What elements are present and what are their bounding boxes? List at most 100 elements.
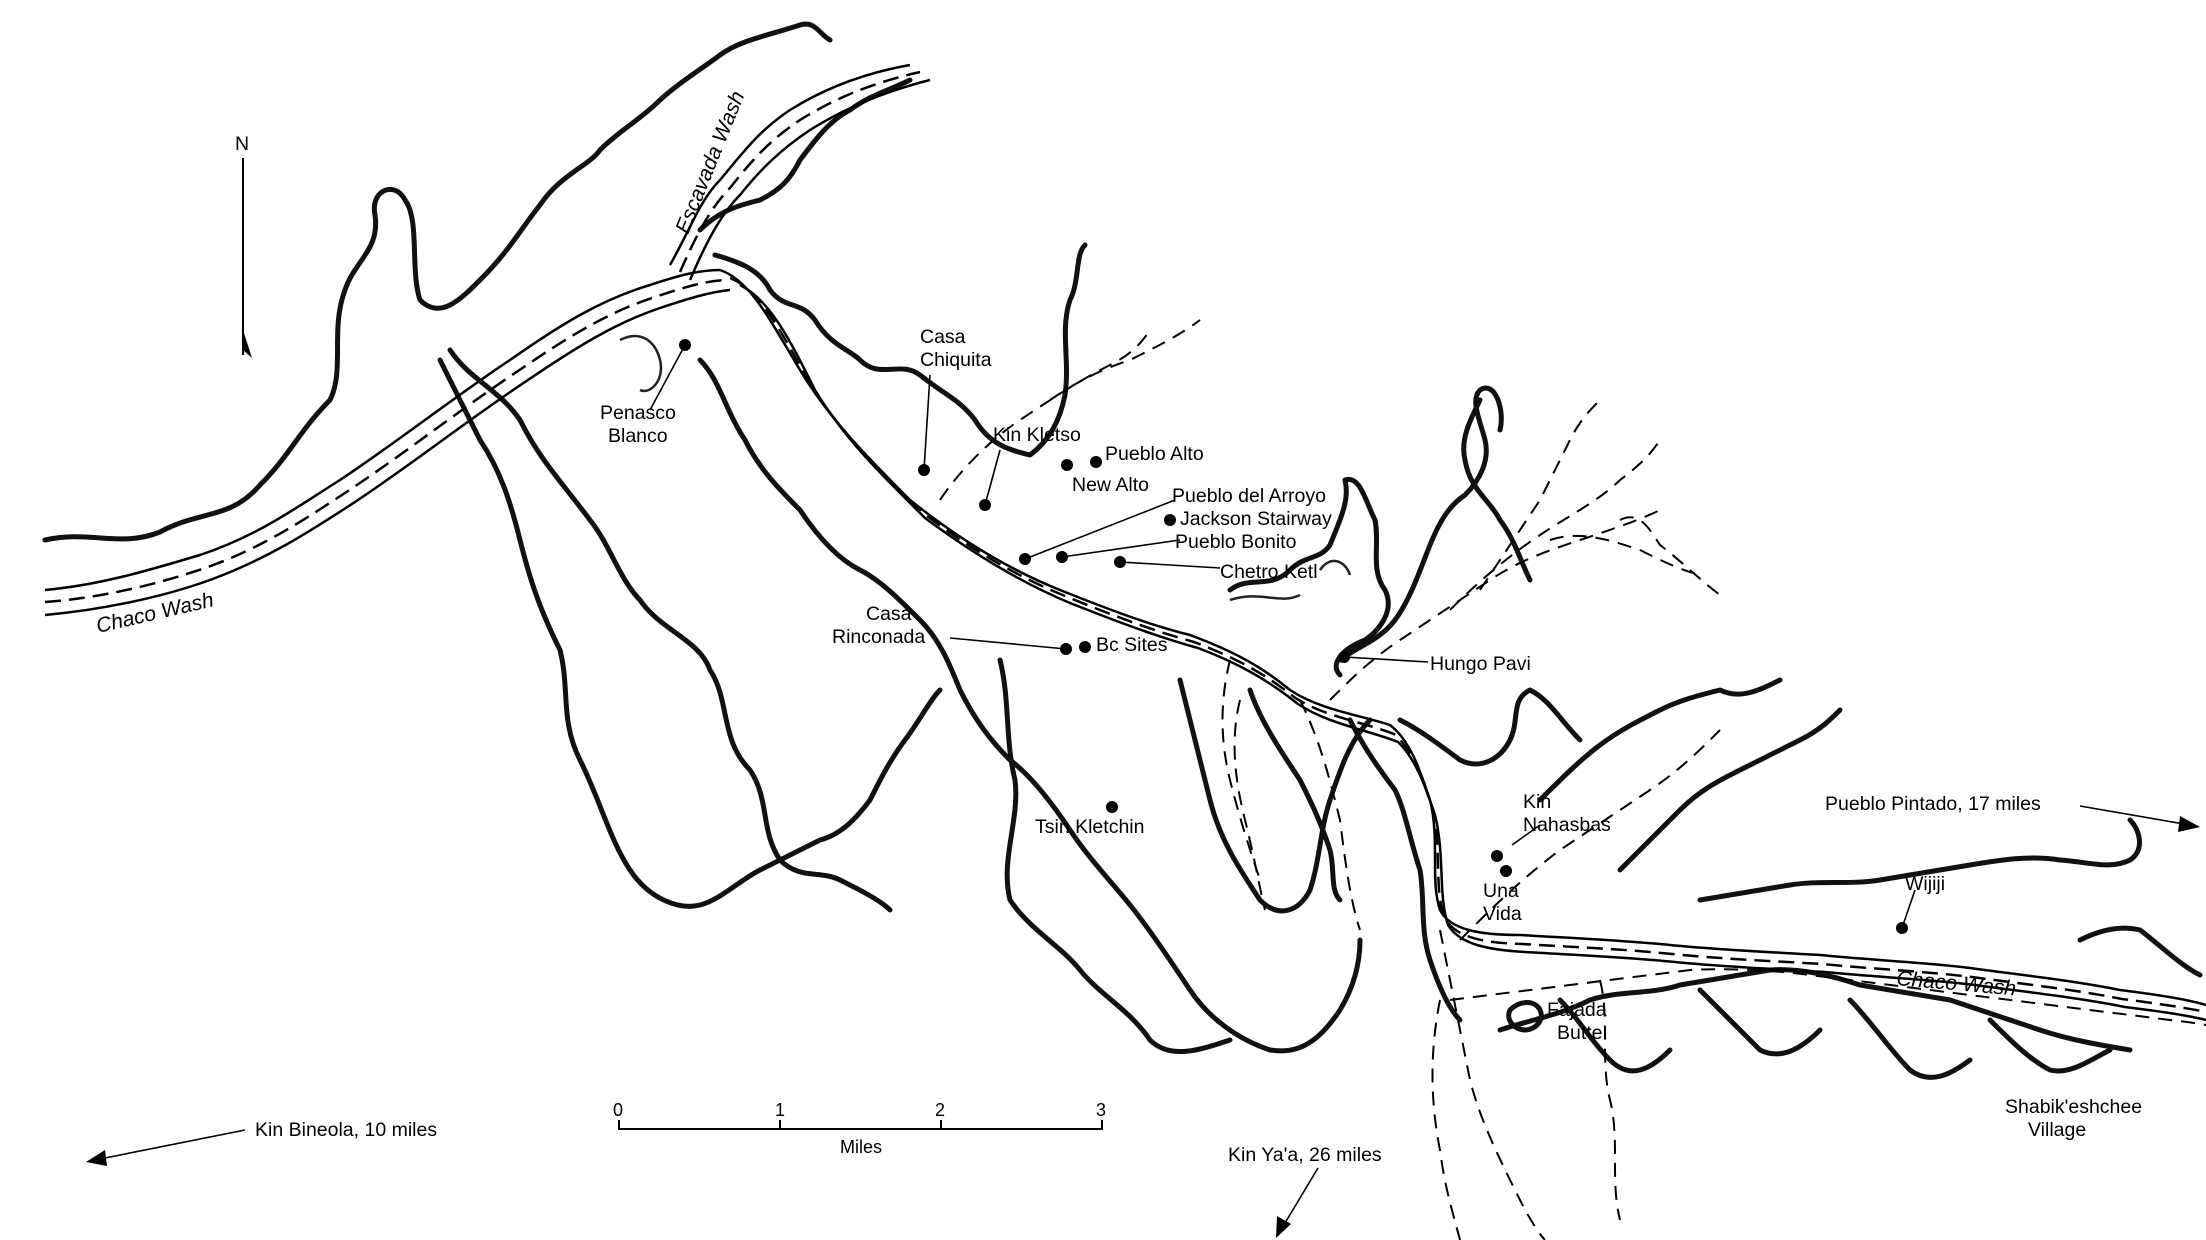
leader-pueblo-bonito	[1061, 539, 1181, 558]
label-pueblo-alto: Pueblo Alto	[1105, 443, 1204, 465]
trib-south-bonito	[1221, 659, 1261, 881]
arrow-kin-bineola-line	[94, 1129, 246, 1161]
label-penasco-blanco-2: Blanco	[608, 425, 668, 447]
trib-east-kin	[1459, 729, 1721, 941]
cliff-south-fingers	[1177, 677, 1373, 914]
label-tsin-kletchin: Tsin Kletchin	[1035, 816, 1144, 838]
cliff-ne-tip	[1461, 397, 1533, 583]
cliff-fajada-rim	[1347, 717, 1463, 1023]
label-kin-nahasbas-1: Kin	[1523, 791, 1551, 813]
trib-south-kinyaa	[1439, 929, 1546, 1240]
cliff-east-far	[2077, 925, 2203, 978]
label-casa-rinconada-2: Rinconada	[832, 626, 925, 648]
cliff-south-east-2	[1557, 997, 1673, 1074]
mesa-bits-central	[1229, 559, 1352, 602]
arrow-kin-bineola-head	[86, 1150, 107, 1166]
site-dot-una-vida	[1500, 865, 1512, 877]
trib-fajada-e	[1449, 968, 2206, 1026]
cliff-wijiji-rim	[1697, 817, 2142, 903]
chaco-wash-canyon-center	[729, 276, 2206, 1014]
cliff-west-loop	[437, 357, 943, 909]
label-kin-kletso: Kin Kletso	[993, 424, 1081, 446]
scale-bar: 0 1 2 3 Miles	[613, 1100, 1106, 1157]
label-jackson-stairway: Jackson Stairway	[1180, 508, 1332, 530]
cliff-edges	[42, 21, 2203, 1080]
cliff-east-north-3	[1617, 707, 1843, 873]
cliff-n-escavada	[697, 77, 913, 233]
label-fajada-butte-2: Butte	[1557, 1022, 1603, 1044]
arrow-kin-yaa-head	[1276, 1216, 1291, 1238]
north-label: N	[235, 133, 249, 155]
scale-label-2: 2	[935, 1100, 945, 1120]
leader-kin-kletso	[984, 449, 1001, 506]
trib-tsin	[1233, 699, 1266, 911]
scale-label-1: 1	[775, 1100, 785, 1120]
cliff-tsin-kletchin	[997, 657, 1233, 1055]
label-wijiji: Wijiji	[1905, 873, 1945, 895]
label-kin-nahasbas-2: Nahasbas	[1523, 814, 1611, 836]
leader-chetro-ketl	[1119, 561, 1221, 569]
chaco-wash-west-bank-1	[44, 268, 721, 592]
label-new-alto: New Alto	[1072, 474, 1149, 496]
cliff-nw-mesa	[42, 21, 833, 543]
site-dot-tsin-kletchin	[1106, 801, 1118, 813]
trib-south-2	[1299, 699, 1361, 931]
site-dot-bc-sites	[1079, 641, 1091, 653]
site-dot-new-alto	[1061, 459, 1073, 471]
north-arrow: N	[235, 133, 252, 358]
escavada-wash-label: Escavada Wash	[671, 88, 749, 237]
label-bc-sites: Bc Sites	[1096, 634, 1168, 656]
scale-label-3: 3	[1096, 1100, 1106, 1120]
outlier-pointers: Pueblo Pintado, 17 miles Kin Bineola, 10…	[86, 793, 2200, 1238]
arrow-pueblo-pintado-line	[2079, 805, 2191, 826]
label-una-vida-2: Vida	[1483, 903, 1522, 925]
cliff-south-east-5	[1987, 1017, 2113, 1074]
trib-north-1	[1049, 319, 1201, 401]
chaco-wash-canyon-bank-1	[719, 268, 2206, 1007]
label-hungo-pavi: Hungo Pavi	[1430, 653, 1531, 675]
label-casa-chiquita-2: Chiquita	[920, 349, 992, 371]
tributaries	[939, 319, 2206, 1240]
scale-unit-label: Miles	[840, 1137, 882, 1157]
leader-casa-chiquita	[923, 374, 931, 471]
label-shabikeshchee-1: Shabik'eshchee	[2005, 1096, 2142, 1118]
label-pueblo-del-arroyo: Pueblo del Arroyo	[1172, 485, 1326, 507]
cliff-south-east-4	[1847, 997, 1973, 1080]
label-casa-rinconada-1: Casa	[866, 603, 912, 625]
cliff-hungo-pavi-n	[1337, 385, 1504, 663]
cliff-penasco-lobe	[447, 347, 893, 913]
north-arrow-head	[243, 330, 252, 358]
cliff-east-north	[1397, 687, 1583, 767]
leader-hungo-pavi	[1343, 656, 1429, 663]
trib-ne-far	[1619, 516, 1721, 596]
leader-casa-rinconada	[949, 637, 1067, 650]
label-pueblo-pintado: Pueblo Pintado, 17 miles	[1825, 793, 2041, 815]
leader-kin-nahasbas	[1511, 824, 1541, 846]
cliff-east-north-2	[1537, 677, 1783, 803]
trib-casa-chiquita	[939, 329, 1151, 501]
label-fajada-butte-1: Fajada	[1547, 999, 1607, 1021]
label-penasco-blanco-1: Penasco	[600, 402, 676, 424]
cliff-north-rim-2	[1227, 476, 1391, 678]
washes	[44, 63, 2206, 1022]
arrow-pueblo-pintado-head	[2178, 816, 2200, 832]
label-casa-chiquita-1: Casa	[920, 326, 966, 348]
label-chetro-ketl: Chetro Ketl	[1220, 561, 1318, 583]
penasco-mesa	[619, 334, 663, 393]
leader-wijiji	[1901, 889, 1916, 929]
leader-penasco	[649, 344, 686, 411]
cliff-north-rim	[712, 242, 1088, 458]
escavada-wash-center	[678, 70, 921, 273]
label-kin-yaa: Kin Ya'a, 26 miles	[1228, 1144, 1382, 1166]
trib-south-kinyaa-2	[1431, 999, 1461, 1240]
label-shabikeshchee-2: Village	[2028, 1119, 2086, 1141]
site-labels: Casa Chiquita Penasco Blanco Kin Kletso …	[600, 326, 2142, 1141]
cliff-south-fingers-2	[1247, 687, 1343, 903]
cliff-south-east	[1497, 967, 2133, 1053]
cliff-south-east-3	[1697, 987, 1823, 1057]
chaco-wash-west-bank-2	[44, 288, 731, 617]
site-dot-jackson-stairway	[1164, 514, 1176, 526]
cliff-south-mesa	[697, 357, 1363, 1054]
site-dot-kin-nahasbas	[1491, 850, 1503, 862]
